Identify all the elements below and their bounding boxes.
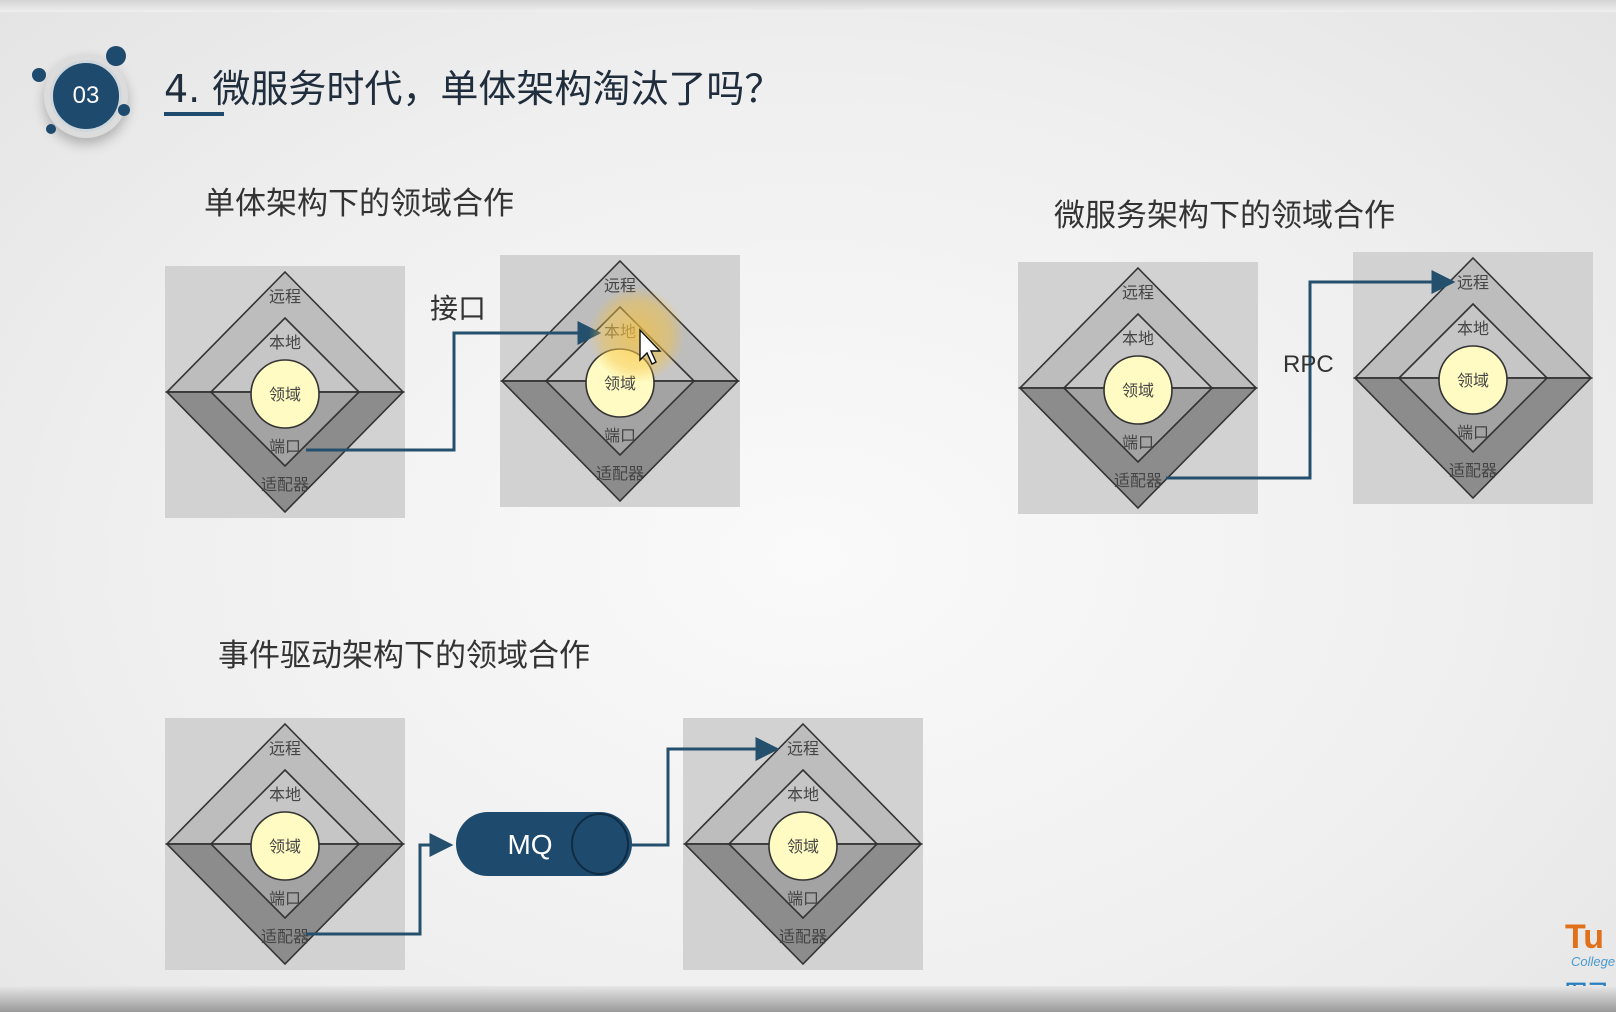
adapter-label: 适配器 (779, 927, 827, 946)
adapter-label: 适配器 (261, 927, 309, 946)
remote-label: 远程 (787, 739, 819, 758)
local-label: 本地 (1457, 319, 1489, 338)
port-label: 端口 (269, 889, 301, 908)
domain-core (1103, 355, 1173, 425)
mq-out-arrow (632, 737, 780, 847)
adapter-label: 适配器 (1449, 461, 1497, 480)
mq-body (456, 812, 632, 876)
mq-in-arrow (306, 833, 454, 936)
mouse-pointer-icon (639, 328, 662, 365)
tuling-logo: Tu College 图灵 (1563, 918, 1616, 986)
logo-subtitle: College (1571, 954, 1616, 969)
remote-label: 远程 (269, 739, 301, 758)
interface-label: 接口 (430, 292, 486, 325)
port-label: 端口 (269, 437, 301, 456)
logo-chinese: 图灵 (1565, 976, 1609, 986)
domain-label: 领域 (787, 837, 819, 856)
heading-event-driven: 事件驱动架构下的领域合作 (218, 638, 590, 674)
remote-label: 远程 (1122, 283, 1154, 302)
domain-label: 领域 (269, 385, 301, 404)
badge-dot (118, 104, 130, 116)
port-label: 端口 (787, 889, 819, 908)
rpc-label: RPC (1283, 351, 1334, 378)
title-underline (164, 112, 224, 116)
section-number: 03 (72, 82, 100, 109)
badge-dot (106, 46, 126, 66)
cursor-highlight (589, 287, 685, 383)
heading-monolith: 单体架构下的领域合作 (204, 186, 514, 222)
domain-core (1438, 345, 1508, 415)
badge-dot (32, 68, 46, 82)
domain-label: 领域 (1122, 381, 1154, 400)
remote-label: 远程 (269, 287, 301, 306)
local-label: 本地 (787, 785, 819, 804)
logo-mark: Tu (1565, 918, 1605, 956)
port-label: 端口 (1122, 433, 1154, 452)
remote-label: 远程 (1457, 273, 1489, 292)
adapter-label: 适配器 (1114, 471, 1162, 490)
interface-arrow (306, 321, 602, 452)
adapter-label: 适配器 (261, 475, 309, 494)
mq-end-cap (571, 813, 629, 875)
domain-core (250, 359, 320, 429)
local-label: 本地 (269, 785, 301, 804)
section-badge: 03 (32, 46, 136, 146)
mq-queue: MQ (456, 812, 632, 876)
adapter-label: 适配器 (596, 464, 644, 483)
badge-core (50, 60, 122, 132)
local-label: 本地 (269, 333, 301, 352)
heading-microservice: 微服务架构下的领域合作 (1054, 198, 1395, 234)
bottom-border (0, 986, 1616, 1012)
domain-core (768, 811, 838, 881)
pointer-highlight (589, 287, 685, 383)
port-label: 端口 (604, 426, 636, 445)
domain-label: 领域 (1457, 371, 1489, 390)
slide-title: 4. 微服务时代，单体架构淘汰了吗？ (164, 67, 783, 111)
domain-core (250, 811, 320, 881)
port-label: 端口 (1457, 423, 1489, 442)
domain-label: 领域 (269, 837, 301, 856)
mq-label: MQ (507, 829, 552, 860)
local-label: 本地 (1122, 329, 1154, 348)
badge-dot (46, 124, 56, 134)
top-border (0, 0, 1616, 12)
rpc-arrow (1166, 270, 1456, 480)
